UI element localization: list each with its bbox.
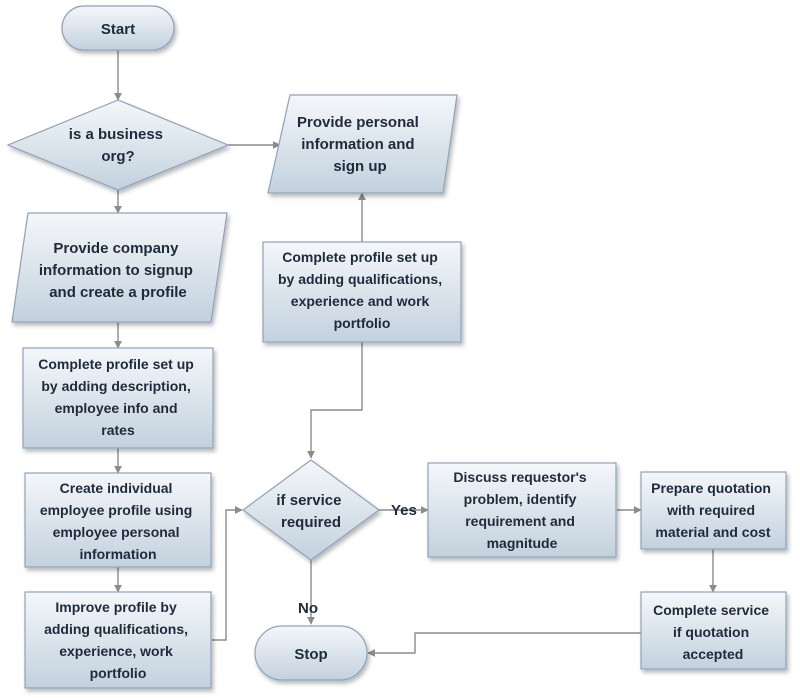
individual-profile-label: Complete profile set up by adding qualif… (278, 249, 446, 331)
service-required-decision: if service required (241, 459, 381, 561)
company-profile-process: Complete profile set up by adding descri… (22, 347, 214, 449)
edge-improve-profile-to-decision-service (212, 506, 243, 641)
start-terminator: Start (61, 5, 175, 51)
business-org-decision: is a business org? (6, 99, 230, 191)
yes-label: Yes (391, 502, 417, 519)
business-org-decision-label: is a business org? (69, 126, 167, 165)
stop-terminator: Stop (254, 625, 368, 681)
no-label: No (298, 600, 318, 617)
service-required-label: if service required (276, 492, 345, 531)
individual-profile-process: Complete profile set up by adding qualif… (262, 241, 462, 343)
prepare-quotation-label: Prepare quotation with required material… (651, 480, 775, 540)
company-signup-input: Provide company information to signup an… (11, 212, 228, 323)
complete-service-process: Complete service if quotation accepted (640, 591, 787, 670)
edge-individual-profile-to-decision-service (307, 342, 363, 459)
employee-profile-process: Create individual employee profile using… (24, 472, 212, 568)
personal-signup-input: Provide personal information and sign up (267, 94, 458, 194)
personal-signup-label: Provide personal information and sign up (297, 114, 423, 175)
discuss-problem-process: Discuss requestor's problem, identify re… (427, 462, 617, 558)
employee-profile-label: Create individual employee profile using… (40, 480, 196, 562)
company-signup-label: Provide company information to signup an… (39, 240, 197, 301)
prepare-quotation-process: Prepare quotation with required material… (640, 471, 787, 550)
edge-complete-service-to-stop (367, 632, 641, 657)
complete-service-label: Complete service if quotation accepted (653, 602, 773, 662)
start-label: Start (101, 21, 135, 38)
improve-profile-label: Improve profile by adding qualifications… (44, 599, 192, 681)
discuss-problem-label: Discuss requestor's problem, identify re… (453, 469, 590, 551)
company-profile-label: Complete profile set up by adding descri… (38, 356, 197, 438)
stop-label: Stop (294, 646, 327, 663)
improve-profile-process: Improve profile by adding qualifications… (24, 591, 212, 689)
connectors (114, 50, 717, 657)
